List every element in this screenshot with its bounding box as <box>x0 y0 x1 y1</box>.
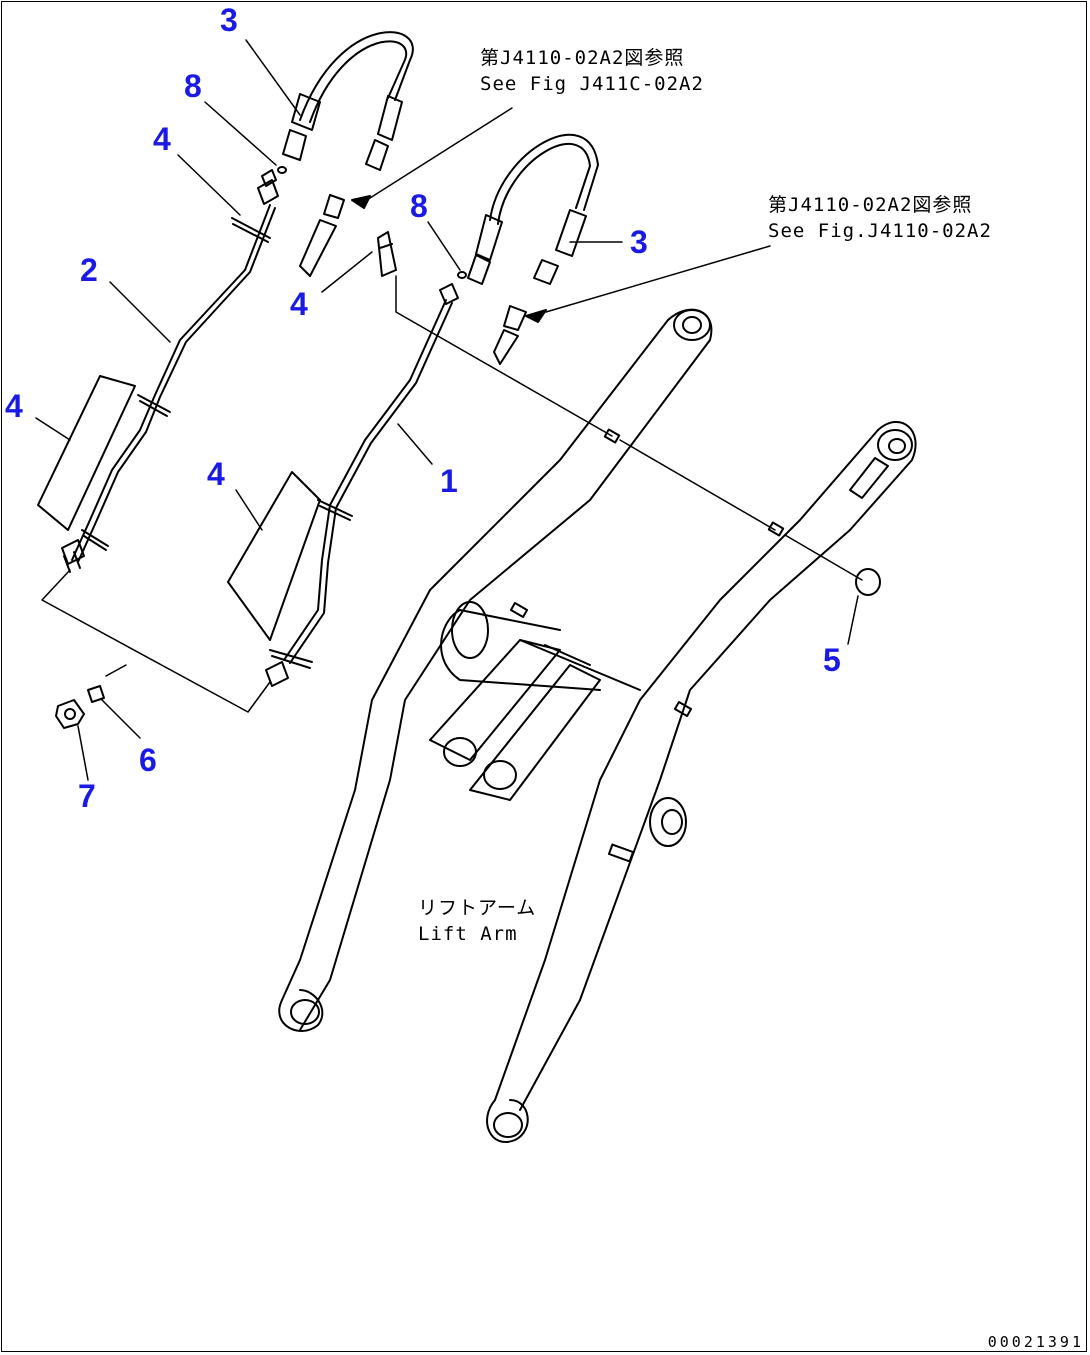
fitting-top-tube1 <box>439 283 459 305</box>
callout-3: 3 <box>220 2 238 38</box>
o-ring-8a <box>277 166 287 174</box>
callout-2: 2 <box>80 252 98 288</box>
arrow-ref-top <box>351 195 371 209</box>
o-ring-8b <box>457 271 467 279</box>
fitting-bottom-tube1 <box>265 661 289 687</box>
grease-tube-2 <box>71 204 276 563</box>
u-clip-4 <box>377 231 397 277</box>
callout-3: 3 <box>630 224 648 260</box>
callout-4: 4 <box>153 121 171 157</box>
leader-lines <box>35 39 859 781</box>
ref-note-right-jp: 第J4110-02A2図参照 <box>768 194 973 216</box>
callout-4: 4 <box>290 286 308 322</box>
fitting-bottom-tube2 <box>61 539 85 573</box>
ref-note-top-en: See Fig J411C-02A2 <box>480 73 704 95</box>
fitting-6 <box>87 685 105 703</box>
grease-tube-1 <box>283 299 453 664</box>
clamp-4a <box>231 217 271 243</box>
callout-4: 4 <box>5 388 23 424</box>
plate-4-mid <box>227 471 321 641</box>
callout-5: 5 <box>823 642 841 678</box>
drawing-number: 00021391 <box>987 1333 1084 1351</box>
ref-note-right-en: See Fig.J4110-02A2 <box>768 220 992 242</box>
lift-arm <box>278 308 917 1143</box>
clamp-4b <box>137 394 171 417</box>
arrow-ref-right <box>525 309 547 323</box>
lift-arm-label-jp: リフトアーム <box>418 897 537 919</box>
nut-7 <box>55 699 85 729</box>
callout-6: 6 <box>139 742 157 778</box>
clamp-4c <box>81 529 109 551</box>
ref-line-mid <box>105 664 127 677</box>
ref-line-left <box>41 569 271 713</box>
plate-4-left <box>37 375 136 531</box>
ref-note-top-jp: 第J4110-02A2図参照 <box>480 47 685 69</box>
ref-line-top <box>395 275 863 581</box>
fitting-top-tube2 <box>257 169 279 205</box>
washer-5 <box>855 568 881 596</box>
clamp-4-mid <box>317 499 353 521</box>
callout-4: 4 <box>207 456 225 492</box>
clamp-4-low <box>269 649 313 669</box>
callout-7: 7 <box>78 778 96 814</box>
hose-3-right <box>467 133 599 365</box>
callout-8: 8 <box>184 68 202 104</box>
callout-1: 1 <box>440 463 458 499</box>
lift-arm-label-en: Lift Arm <box>418 923 518 945</box>
hose-3-left <box>282 31 414 277</box>
callout-8: 8 <box>410 188 428 224</box>
